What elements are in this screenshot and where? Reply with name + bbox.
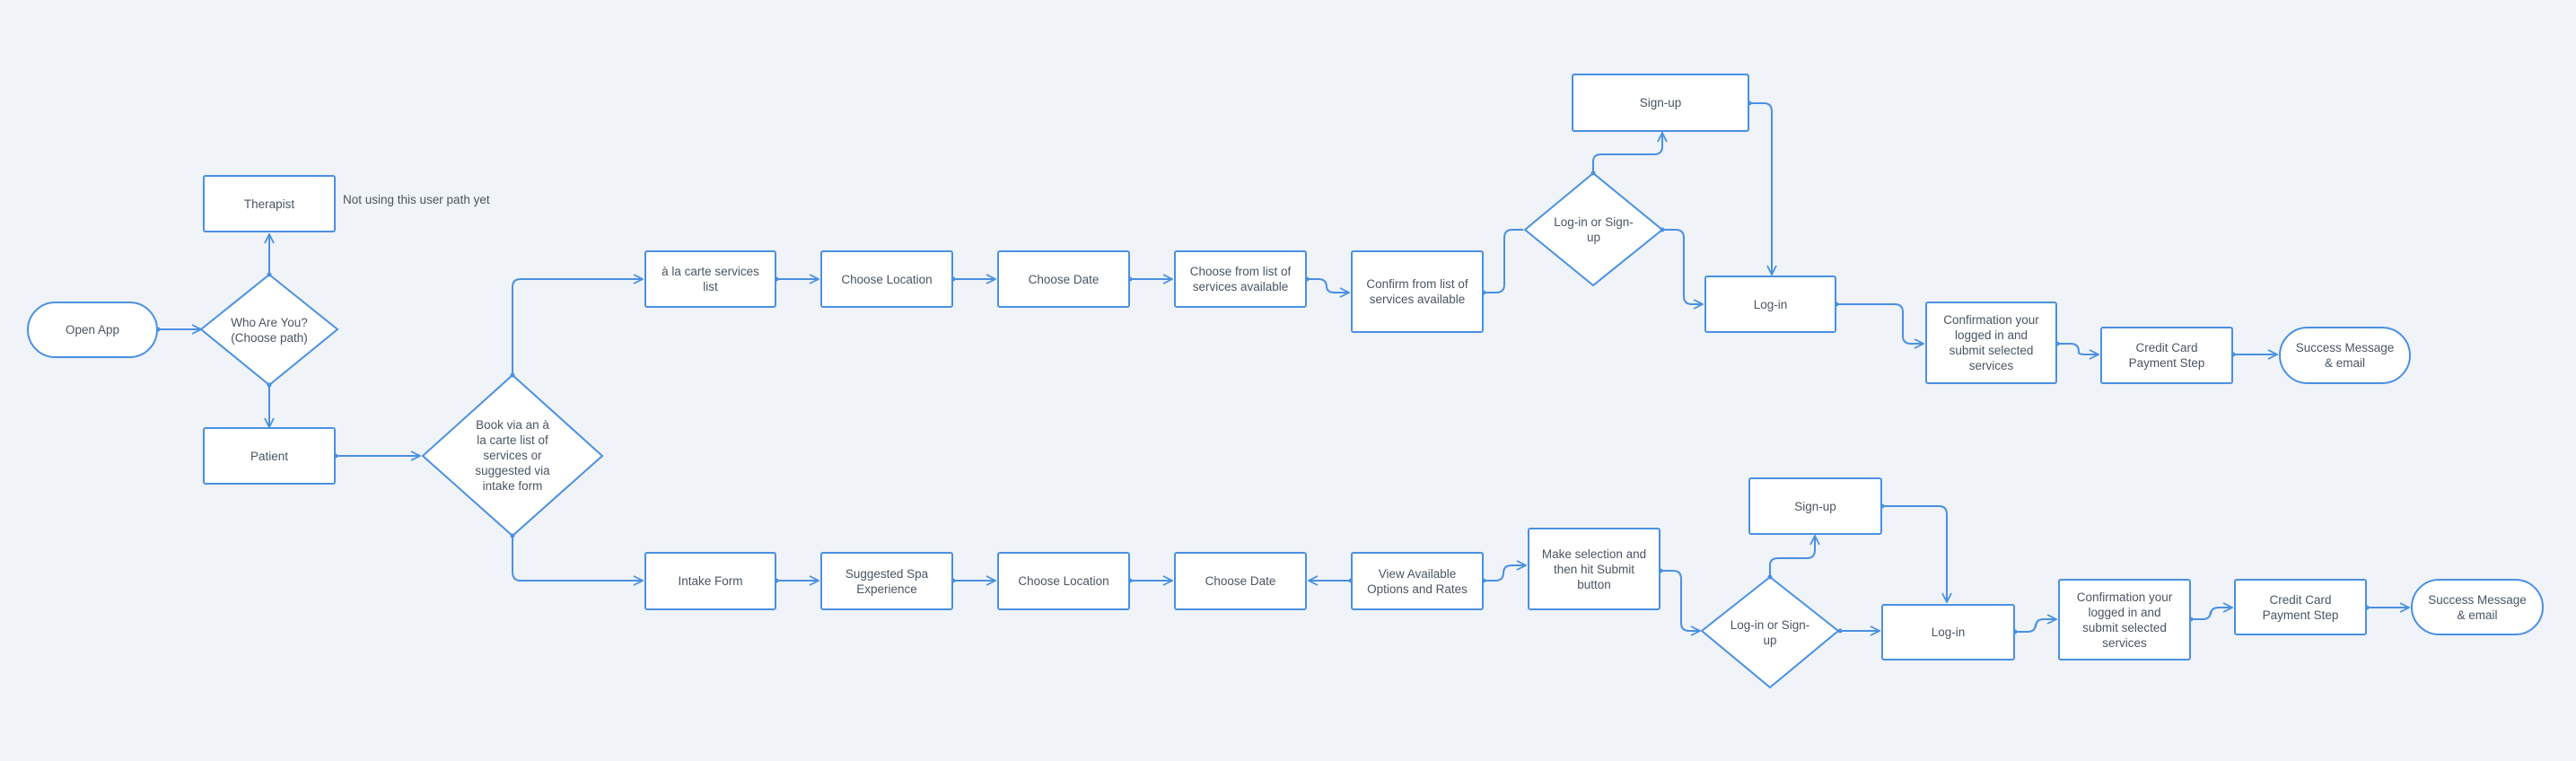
top-choose-location-box: Choose Location [820,250,953,308]
bottom-suggested-spa-box: Suggested Spa Experience [820,552,953,610]
connector [1882,505,1947,602]
top-login-box: Log-in [1704,276,1836,333]
connector [1484,565,1526,582]
patient-box: Patient [203,427,336,485]
decision-diamond-bottom-login-signup [1700,575,1840,689]
top-services-list-box: à la carte services list [644,250,776,308]
connector [2057,343,2098,354]
connector [1307,278,1349,293]
bottom-login-signup-decision-label: Log-in or Sign-up [1730,617,1810,647]
bottom-success-terminal: Success Message & email [2411,579,2544,635]
therapist-box: Therapist [203,175,336,232]
bottom-choose-date-box: Choose Date [1174,552,1307,610]
therapist-note: Not using this user path yet [343,193,490,206]
bottom-login-box: Log-in [1881,604,2015,660]
bottom-view-options-box: View Available Options and Rates [1351,552,1484,610]
bottom-credit-card-box: Credit Card Payment Step [2234,579,2367,635]
top-login-signup-decision-label: Log-in or Sign-up [1554,214,1634,244]
connector [1749,102,1772,275]
bottom-confirmation-box: Confirmation your logged in and submit s… [2058,579,2191,660]
bottom-signup-box: Sign-up [1748,477,1882,535]
connector [1836,303,1923,344]
bottom-intake-form-box: Intake Form [644,552,776,610]
bottom-choose-location-box: Choose Location [997,552,1130,610]
book-via-decision-label: Book via an à la carte list of services … [475,418,550,493]
connector [1664,229,1703,304]
connector [512,536,643,581]
connector [1769,536,1815,577]
who-are-you-decision-label: Who Are You? (Choose path) [231,315,308,345]
top-signup-box: Sign-up [1572,74,1749,132]
connector [2191,608,2232,620]
connector [1660,570,1700,631]
top-choose-from-list-box: Choose from list of services available [1174,250,1307,308]
bottom-make-selection-box: Make selection and then hit Submit butto… [1528,528,1660,610]
connector [1484,229,1523,293]
top-confirm-from-list-box: Confirm from list of services available [1351,250,1484,333]
connector [512,279,643,375]
top-success-terminal: Success Message & email [2279,327,2411,384]
connector [2015,619,2056,633]
top-confirmation-box: Confirmation your logged in and submit s… [1925,302,2057,384]
open-app-terminal: Open App [27,302,158,358]
connector [1592,133,1662,173]
top-credit-card-box: Credit Card Payment Step [2100,327,2233,384]
decision-diamond-top-login-signup [1523,171,1664,287]
top-choose-date-box: Choose Date [997,250,1130,308]
